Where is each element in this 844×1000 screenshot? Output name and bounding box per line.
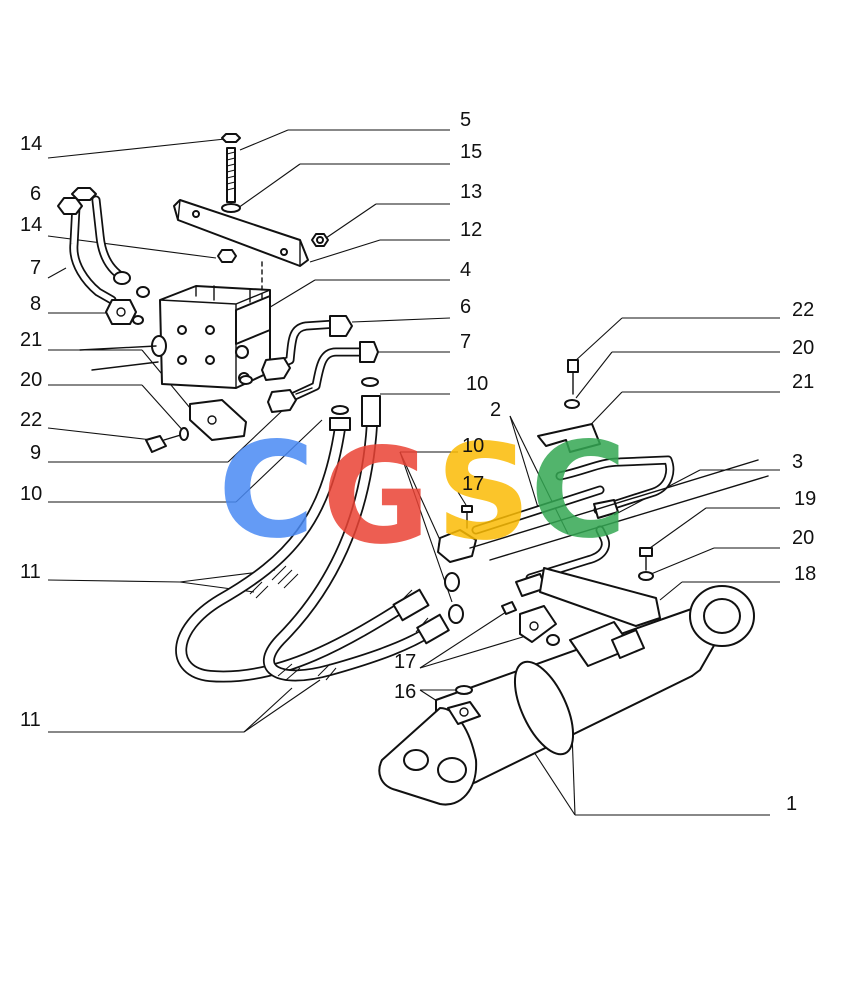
callout-19: 19 <box>794 488 816 510</box>
callout-labels: 14 5 15 13 12 6 14 7 4 8 6 21 7 20 10 22… <box>20 109 816 815</box>
callout-4: 4 <box>460 259 471 281</box>
callout-13: 13 <box>460 181 482 203</box>
callout-11-top: 11 <box>20 561 41 583</box>
callout-1: 1 <box>786 793 797 815</box>
callout-14-left: 14 <box>20 214 42 236</box>
callout-21-left: 21 <box>20 329 42 351</box>
fasteners-top <box>217 133 329 263</box>
callout-10-center: 10 <box>462 435 484 457</box>
callout-20-right-bottom: 20 <box>792 527 814 549</box>
callout-16: 16 <box>394 681 416 703</box>
hydraulic-hoses <box>69 195 675 683</box>
callout-8: 8 <box>30 293 41 315</box>
callout-15: 15 <box>460 141 482 163</box>
callout-6-right: 6 <box>460 296 471 318</box>
callout-7-left: 7 <box>30 257 41 279</box>
callout-17-bottom: 17 <box>394 651 416 673</box>
callout-22-right: 22 <box>792 299 814 321</box>
callout-10-right: 10 <box>466 373 488 395</box>
watermark-letter-1: C <box>218 414 315 568</box>
callout-7-right: 7 <box>460 331 471 353</box>
callout-6-left: 6 <box>30 183 41 205</box>
watermark-letter-2: G <box>322 420 430 574</box>
fittings <box>57 187 654 646</box>
callout-20-right-top: 20 <box>792 337 814 359</box>
callout-11-bottom: 11 <box>20 709 41 731</box>
callout-22-left: 22 <box>20 409 42 431</box>
hydraulic-cylinder <box>378 585 755 806</box>
callout-12: 12 <box>460 219 482 241</box>
watermark: C G S C <box>218 414 627 574</box>
callout-17-top: 17 <box>462 473 484 495</box>
callout-9: 9 <box>30 442 41 464</box>
callout-5: 5 <box>460 109 471 131</box>
watermark-letter-4: C <box>530 414 627 568</box>
callout-18: 18 <box>794 563 816 585</box>
callout-2: 2 <box>490 399 501 421</box>
callout-21-right: 21 <box>792 371 814 393</box>
callout-14-top: 14 <box>20 133 42 155</box>
mounting-bracket <box>173 199 309 301</box>
callout-20-left: 20 <box>20 369 42 391</box>
callout-3: 3 <box>792 451 803 473</box>
frame-bracket <box>469 459 769 627</box>
watermark-letter-3: S <box>436 416 531 570</box>
callout-10-left: 10 <box>20 483 42 505</box>
